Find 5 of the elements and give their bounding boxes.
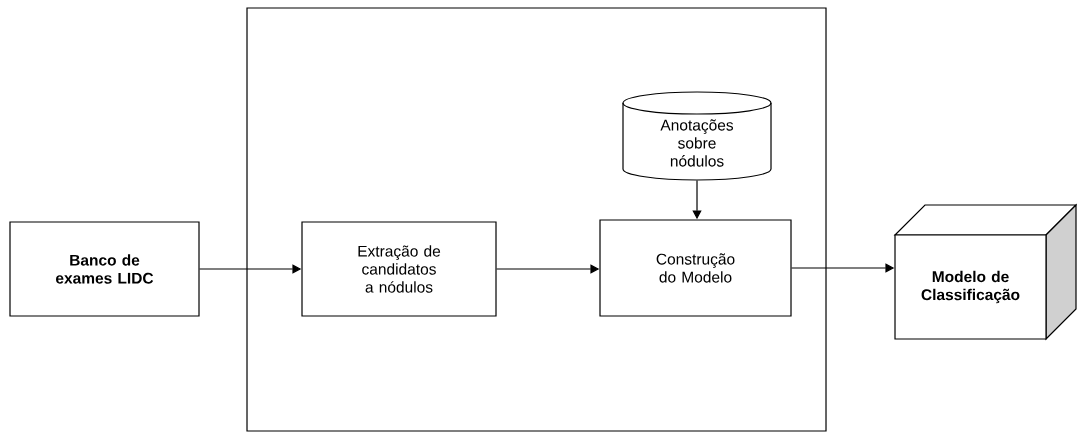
- process-box: Construção do Modelo: [599, 219, 792, 317]
- database-cylinder: Anotações sobre nódulos: [622, 91, 772, 181]
- process-box: Banco de exames LIDC: [9, 221, 200, 317]
- system-frame: [246, 7, 827, 432]
- process-box: Extração de candidatos a nódulos: [301, 221, 497, 317]
